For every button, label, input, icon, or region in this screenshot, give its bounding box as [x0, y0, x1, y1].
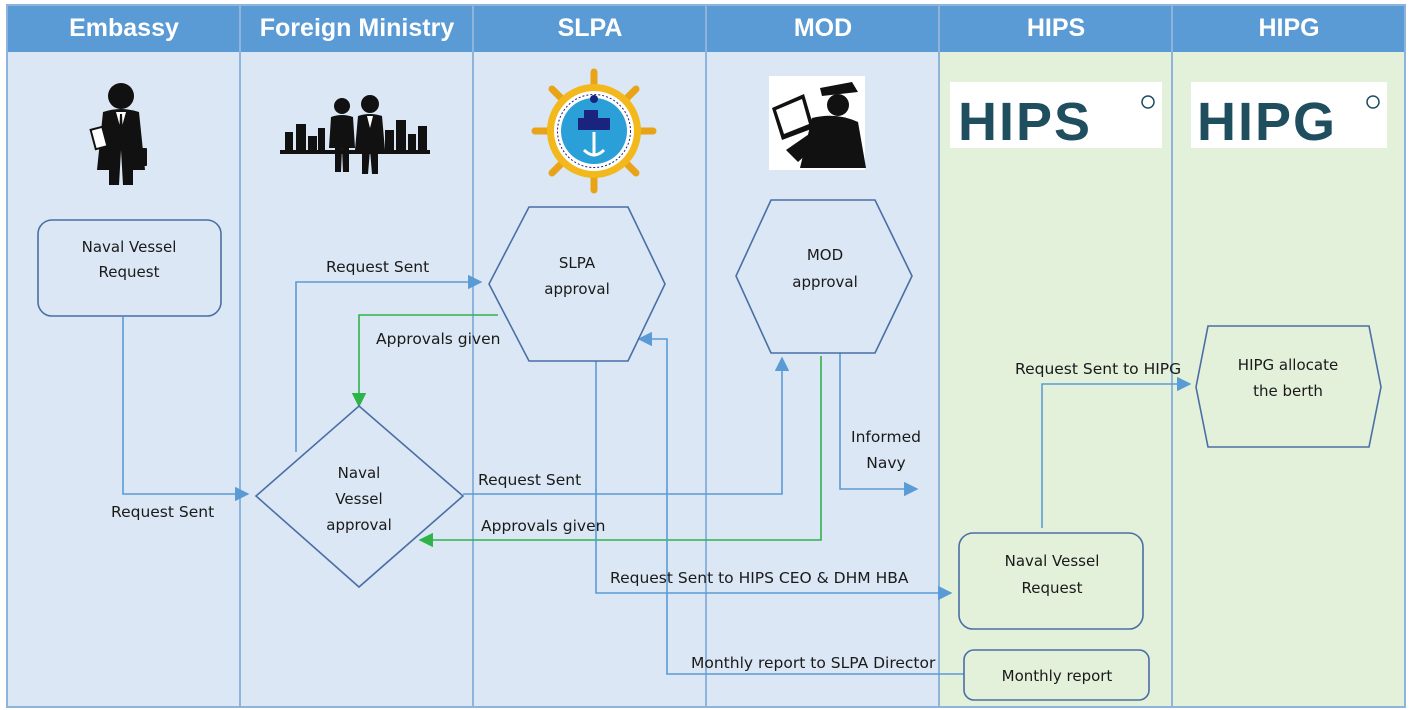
diagram-border [6, 4, 1406, 708]
label-approvals-given-slpa: Approvals given [376, 330, 500, 348]
arrow-mod-approvals-given [418, 356, 822, 548]
node-naval-approval [254, 404, 465, 589]
arrow-slpa-to-hips [595, 360, 953, 601]
node-embassy-request [37, 219, 222, 317]
businessman-icon [89, 83, 147, 185]
label-monthly-report-to-slpa: Monthly report to SLPA Director [691, 654, 936, 672]
business-people-icon [280, 95, 430, 174]
node-hipg-allocate [1195, 325, 1382, 448]
lane-bg-foreign-ministry [240, 52, 473, 707]
arrow-mod-informed-navy [839, 352, 919, 497]
node-hips-request [958, 532, 1144, 630]
node-embassy-request-line1: Naval Vessel [82, 238, 177, 256]
svg-text:HIPS: HIPS [958, 92, 1092, 152]
node-naval-approval-line3: approval [326, 516, 392, 534]
label-request-sent-hips: Request Sent to HIPS CEO & DHM HBA [610, 569, 909, 587]
lane-title-hips: HIPS [1027, 14, 1085, 42]
arrow-monthly-report-to-slpa [637, 331, 964, 675]
node-monthly-report-line1: Monthly report [1002, 667, 1113, 685]
node-hipg-allocate-line1: HIPG allocate [1238, 356, 1338, 374]
hips-logo: HIPS [950, 82, 1162, 152]
node-naval-approval-line1: Naval [338, 464, 381, 482]
node-slpa-approval [488, 206, 666, 362]
label-informed-navy-1: Informed [851, 428, 921, 446]
lane-title-slpa: SLPA [558, 14, 623, 42]
arrow-hips-to-hipg [1041, 376, 1192, 528]
lane-title-foreign-ministry: Foreign Ministry [260, 14, 455, 42]
label-approvals-given-mod: Approvals given [481, 517, 605, 535]
label-request-sent-hipg: Request Sent to HIPG [1015, 360, 1181, 378]
label-informed-navy-2: Navy [866, 454, 905, 472]
arrow-embassy-to-naval-approval [122, 317, 250, 502]
hipg-logo: HIPG [1191, 82, 1387, 152]
node-slpa-approval-line1: SLPA [559, 254, 596, 272]
node-naval-approval-line2: Vessel [335, 490, 382, 508]
label-request-sent-to-mod: Request Sent [478, 471, 581, 489]
node-mod-approval-line1: MOD [807, 246, 843, 264]
label-request-sent-embassy: Request Sent [111, 503, 214, 521]
lane-title-hipg: HIPG [1258, 14, 1319, 42]
node-hips-request-line1: Naval Vessel [1005, 552, 1100, 570]
node-slpa-approval-line2: approval [544, 280, 610, 298]
node-embassy-request-line2: Request [99, 263, 160, 281]
node-mod-approval [735, 199, 913, 354]
label-request-sent-to-slpa: Request Sent [326, 258, 429, 276]
svg-text:HIPG: HIPG [1197, 92, 1337, 152]
slpa-logo-icon [531, 68, 657, 194]
officer-icon [769, 76, 866, 170]
arrow-naval-to-slpa [295, 274, 483, 452]
lane-title-embassy: Embassy [69, 14, 179, 42]
node-hipg-allocate-line2: the berth [1253, 382, 1323, 400]
arrow-slpa-approvals-given [351, 314, 498, 408]
lane-title-mod: MOD [794, 14, 852, 42]
node-monthly-report [963, 649, 1150, 701]
arrow-naval-to-mod [463, 356, 790, 495]
node-hips-request-line2: Request [1022, 579, 1083, 597]
node-mod-approval-line2: approval [792, 273, 858, 291]
